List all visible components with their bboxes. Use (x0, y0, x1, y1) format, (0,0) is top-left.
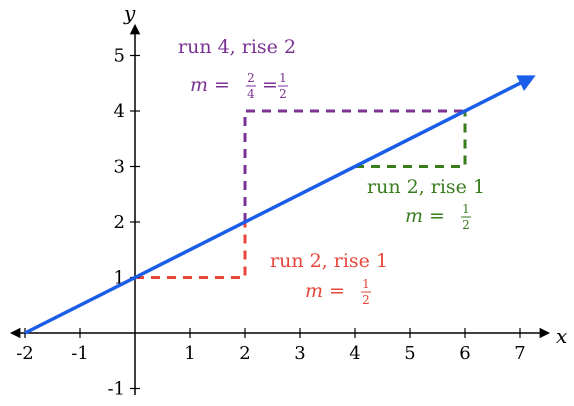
x-tick-label: 1 (184, 343, 195, 364)
annotation-red: run 2, rise 1 m = 1 2 (270, 250, 388, 307)
annotation-paths (135, 109, 467, 279)
x-axis-label: x (556, 324, 567, 348)
y-tick-label: 5 (114, 46, 125, 67)
y-tick-label: 3 (114, 157, 125, 178)
x-tick-label: 7 (514, 343, 525, 364)
annotation-path-0 (243, 109, 465, 222)
annotation-green-slope-prefix: m = (405, 205, 445, 227)
annotation-path-2 (135, 222, 247, 279)
annotation-red-slope-prefix: m = (305, 280, 345, 302)
annotation-purple: run 4, rise 2 m = 2 4 = 1 2 (178, 36, 296, 101)
x-tick-label: 4 (349, 343, 360, 364)
y-tick-label: 2 (114, 212, 125, 233)
annotation-green-frac-den: 2 (462, 218, 470, 232)
y-tick-label: 1 (114, 268, 125, 289)
series-line (24, 75, 536, 335)
annotation-purple-frac1-num: 2 (247, 71, 255, 85)
y-tick-label: -1 (107, 379, 125, 400)
x-tick-label: -1 (71, 343, 89, 364)
annotation-purple-label: run 4, rise 2 (178, 36, 296, 58)
annotation-purple-slope-prefix: m = (190, 74, 230, 96)
x-tick-label: -2 (16, 343, 34, 364)
axis-ticks: -2 -1 1 2 3 4 5 6 7 -1 1 2 3 4 5 (16, 46, 526, 400)
annotation-purple-frac2-den: 2 (279, 87, 287, 101)
annotation-green-label: run 2, rise 1 (367, 176, 485, 198)
y-tick-label: 4 (114, 101, 125, 122)
annotation-purple-frac2-num: 1 (279, 71, 287, 85)
annotation-purple-frac1-den: 4 (247, 87, 255, 101)
annotation-red-label: run 2, rise 1 (270, 250, 388, 272)
x-tick-label: 6 (459, 343, 470, 364)
annotation-red-frac-den: 2 (362, 293, 370, 307)
x-tick-label: 3 (294, 343, 305, 364)
x-tick-label: 2 (239, 343, 250, 364)
annotation-green-frac-num: 1 (462, 202, 470, 216)
annotation-path-1 (355, 111, 467, 168)
annotation-purple-equals: = (262, 74, 278, 96)
x-tick-label: 5 (404, 343, 415, 364)
annotation-green: run 2, rise 1 m = 1 2 (367, 176, 485, 232)
y-axis-label: y (123, 1, 136, 25)
annotation-red-frac-num: 1 (362, 277, 370, 291)
